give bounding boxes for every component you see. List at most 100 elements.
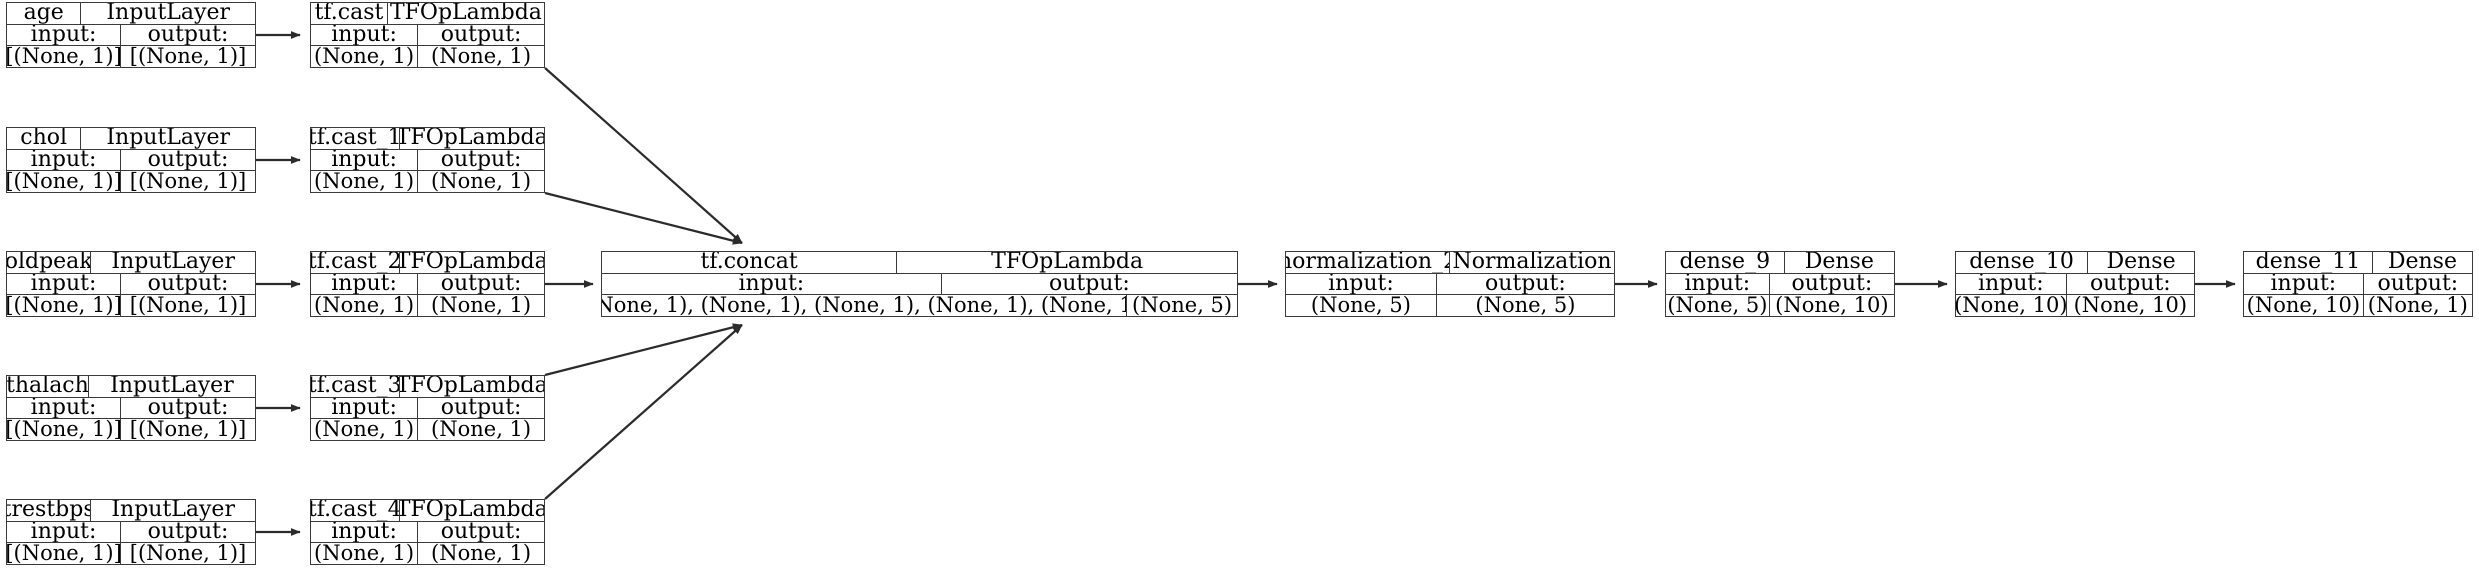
node-output-label: output:: [2089, 273, 2171, 295]
node-shape-row: [(None, 1)][(None, 1)]: [7, 46, 255, 68]
node-io-label-row: input: output:: [311, 24, 544, 47]
node-layer-type: InputLayer: [111, 252, 235, 273]
node-layer-name: tf.cast_4: [311, 500, 400, 521]
node-input-label: input:: [7, 24, 122, 46]
node-input-shape: (None, 1): [311, 46, 419, 68]
node-output-label: output:: [440, 24, 522, 46]
node-header-row: tf.concat TFOpLambda: [602, 252, 1237, 274]
node-io-label-row: input:output:: [7, 149, 255, 172]
node-input-shape: [(None, 1)]: [7, 171, 122, 193]
node-input-label: input:: [311, 24, 419, 46]
node-input-label: input:: [1286, 273, 1437, 295]
node-layer-name: thalach: [7, 376, 89, 397]
node-output-shape: (None, 10): [1775, 295, 1889, 317]
node-layer-name: tf.cast_1: [311, 128, 400, 149]
node-input-shape: [(None, 1)]: [7, 419, 122, 441]
node-io-label-row: input:output:: [311, 149, 544, 172]
node-output-label: output:: [440, 149, 522, 171]
node-input-shape: [(None, 1)]: [7, 543, 122, 565]
node-input-label: input:: [2244, 273, 2364, 295]
node-layer-name: oldpeak: [7, 252, 92, 273]
node-shape-row: [(None, 1)] [(None, 1)]: [7, 419, 255, 441]
node-header-row: oldpeak InputLayer: [7, 252, 255, 274]
edge-tf_cast_4-to-tf_concat: [544, 324, 743, 500]
node-layer-type: InputLayer: [111, 500, 235, 521]
node-output-shape: [(None, 1)]: [129, 171, 247, 193]
node-input-label: input:: [7, 521, 122, 543]
node-output-shape: [(None, 1)]: [129, 295, 247, 317]
node-shape-row: (None, 1)(None, 1): [311, 543, 544, 565]
node-layer-name: tf.cast_2: [311, 252, 400, 273]
node-layer-name: dense_10: [1956, 252, 2089, 273]
node-output-shape: (None, 1): [431, 543, 532, 565]
edge-tf_cast_1-to-tf_concat: [544, 191, 743, 245]
node-shape-row: (None, 10)(None, 10): [1956, 295, 2194, 317]
node-layer-name: normalization_2: [1286, 252, 1450, 273]
node-input-label: input:: [7, 397, 122, 419]
node-input-shape: (None, 5): [1286, 295, 1437, 317]
node-layer-name: tf.concat: [602, 252, 898, 273]
node-layer-type: TFOpLambda: [399, 376, 544, 397]
node-io-label-row: input: output:: [7, 24, 255, 47]
node-output-shape: (None, 5): [1132, 295, 1233, 317]
edge-tf_cast_3-to-tf_concat: [544, 323, 743, 377]
node-io-label-row: input:output:: [311, 273, 544, 296]
node-layer-type: InputLayer: [106, 128, 231, 149]
node-io-label-row: input: output:: [7, 521, 255, 544]
node-io-label-row: input:output:: [7, 273, 255, 296]
node-layer-type: TFOpLambda: [991, 252, 1144, 273]
node-input-label: input:: [311, 397, 419, 419]
node-shape-row: (None, 5) (None, 5): [1286, 295, 1614, 317]
node-shape-row: (None, 1)(None, 1): [311, 46, 544, 68]
node-output-shape: (None, 5): [1475, 295, 1576, 317]
node-output-label: output:: [147, 521, 229, 543]
node-input-label: input:: [1956, 273, 2067, 295]
node-layer-type: TFOpLambda: [399, 128, 544, 149]
edge-tf_cast-to-tf_concat: [544, 67, 743, 244]
node-layer-name: tf.cast: [311, 3, 388, 24]
node-input-label: input:: [311, 273, 419, 295]
node-output-label: output:: [440, 521, 522, 543]
node-layer-name: chol: [7, 128, 82, 149]
node-shape-row: (None, 1)(None, 1): [311, 419, 544, 441]
node-input-shape: [(None, 1)]: [7, 46, 122, 68]
node-input-shape: [(None, 1), (None, 1), (None, 1), (None,…: [602, 295, 1128, 317]
node-input-shape: (None, 1): [311, 295, 419, 317]
node-output-label: output:: [440, 397, 522, 419]
node-output-label: output:: [1791, 273, 1873, 295]
node-output-shape: (None, 1): [431, 171, 532, 193]
node-io-label-row: input:output:: [1666, 273, 1894, 296]
node-layer-type: Dense: [2387, 252, 2457, 273]
node-output-label: output:: [147, 24, 229, 46]
node-input-shape: (None, 1): [311, 171, 419, 193]
node-input-shape: [(None, 1)]: [7, 295, 122, 317]
node-layer-type: Normalization: [1452, 252, 1612, 273]
node-layer-type: TFOpLambda: [389, 3, 542, 24]
node-output-shape: [(None, 1)]: [129, 419, 247, 441]
node-output-shape: (None, 10): [2073, 295, 2188, 317]
